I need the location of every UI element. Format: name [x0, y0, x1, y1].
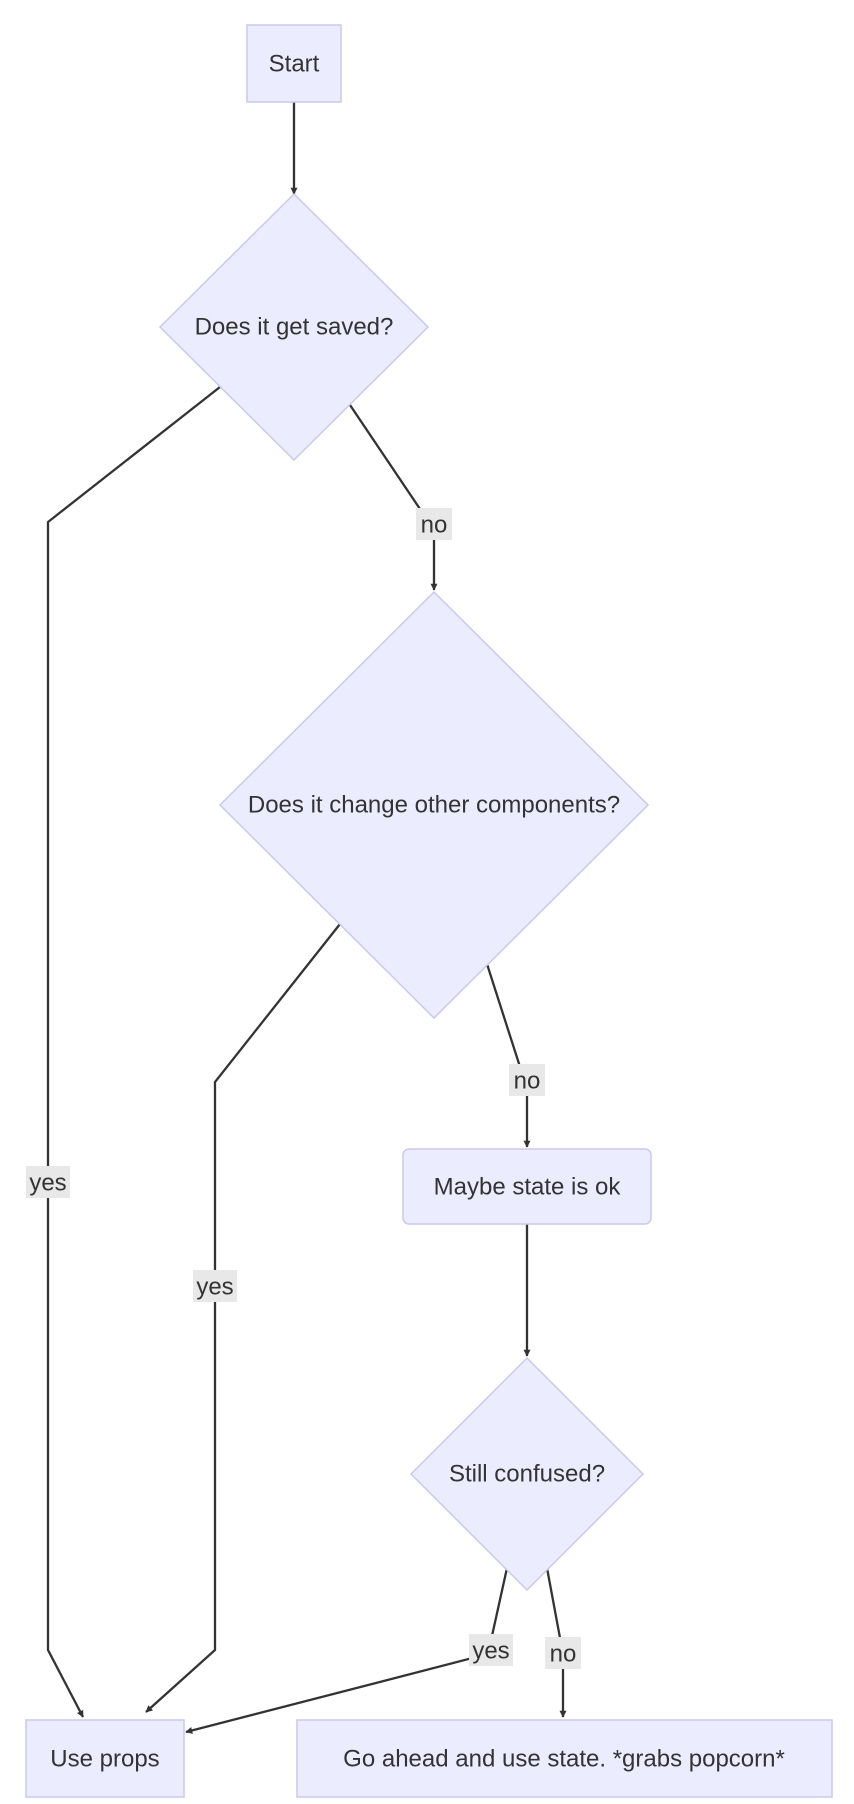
- node-does-it-get-saved[interactable]: Does it get saved?: [158, 192, 430, 462]
- node-change-label: Does it change other components?: [248, 792, 620, 819]
- edge-label-change-yes: yes: [196, 1274, 233, 1301]
- node-does-it-change-other-components[interactable]: Does it change other components?: [218, 590, 650, 1020]
- node-saved-label: Does it get saved?: [195, 314, 394, 341]
- edge-confused-no: no: [545, 1567, 581, 1718]
- node-use-props-label: Use props: [50, 1746, 159, 1773]
- edge-label-bg: [26, 1166, 70, 1198]
- edge-confused-yes: yes: [185, 1567, 513, 1734]
- edge-label-bg: [416, 508, 452, 540]
- node-use-state-label: Go ahead and use state. *grabs popcorn*: [343, 1746, 785, 1773]
- node-start-label: Start: [269, 51, 320, 78]
- edge-saved-no: no: [349, 404, 452, 591]
- node-use-state[interactable]: Go ahead and use state. *grabs popcorn*: [296, 1719, 833, 1798]
- node-maybe-state-is-ok[interactable]: Maybe state is ok: [402, 1148, 652, 1225]
- node-use-props[interactable]: Use props: [25, 1719, 185, 1798]
- node-still-confused[interactable]: Still confused?: [409, 1356, 645, 1592]
- edge-saved-yes: yes: [26, 386, 221, 1718]
- edge-label-saved-yes: yes: [29, 1170, 66, 1197]
- edge-label-confused-no: no: [550, 1641, 577, 1668]
- edge-change-no: no: [485, 963, 545, 1148]
- edge-label-change-no: no: [514, 1068, 541, 1095]
- edge-label-saved-no: no: [421, 512, 448, 539]
- edge-label-bg: [509, 1064, 545, 1096]
- edge-label-bg: [545, 1637, 581, 1669]
- node-maybe-state-label: Maybe state is ok: [434, 1174, 622, 1201]
- edge-label-bg: [193, 1270, 237, 1302]
- edge-change-yes: yes: [145, 923, 341, 1713]
- node-start[interactable]: Start: [246, 24, 342, 103]
- edge-label-bg: [469, 1634, 513, 1666]
- node-confused-label: Still confused?: [449, 1461, 605, 1488]
- edge-label-confused-yes: yes: [472, 1638, 509, 1665]
